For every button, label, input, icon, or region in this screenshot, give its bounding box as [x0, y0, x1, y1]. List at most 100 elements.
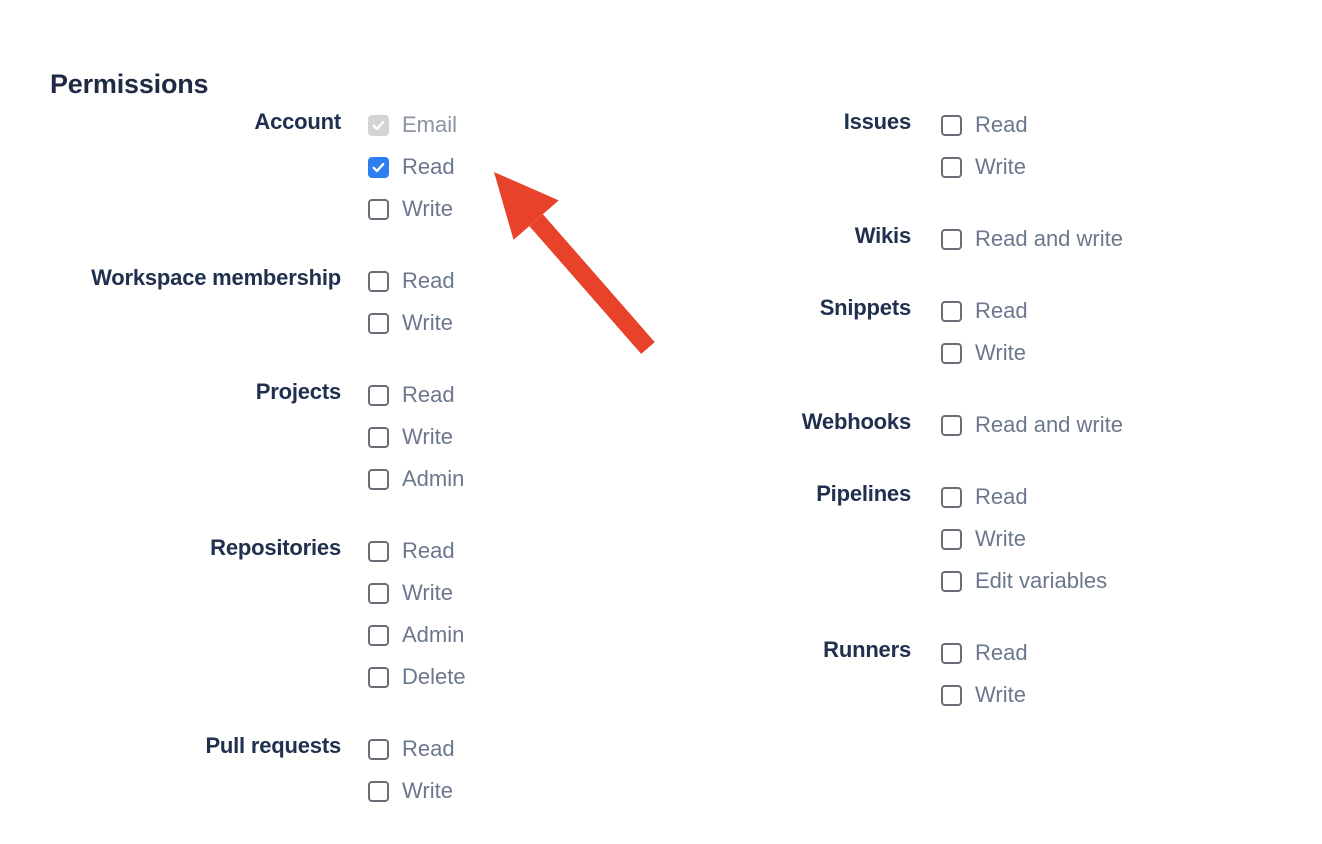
checkbox-delete[interactable] — [368, 666, 389, 688]
permission-group-label: Pull requests — [205, 733, 341, 758]
permission-option-label: Write — [975, 154, 1026, 179]
permission-option-list: Read and write — [911, 218, 1123, 260]
permission-option-label: Admin — [402, 622, 465, 647]
permission-group-label: Runners — [823, 637, 911, 662]
permission-group-label: Issues — [843, 109, 911, 134]
page-title: Permissions — [50, 69, 209, 100]
checkbox-write[interactable] — [368, 780, 389, 802]
permission-option-label: Write — [975, 526, 1026, 551]
permission-option-row[interactable]: Read and write — [941, 218, 1123, 260]
checkbox-write[interactable] — [368, 312, 389, 334]
checkbox-admin[interactable] — [368, 624, 389, 646]
permission-option-label: Write — [402, 310, 453, 335]
permission-option-label: Write — [402, 196, 453, 221]
permission-option-row[interactable]: Read — [941, 290, 1028, 332]
permission-option-label: Read — [402, 268, 455, 293]
checkbox-read-and-write[interactable] — [941, 228, 962, 250]
checkbox-write[interactable] — [941, 684, 962, 706]
checkbox-read[interactable] — [368, 270, 389, 292]
permission-option-label: Read and write — [975, 226, 1123, 251]
permission-option-row[interactable]: Read and write — [941, 404, 1123, 446]
permission-option-row[interactable]: Write — [941, 518, 1107, 560]
permission-option-label: Delete — [402, 664, 466, 689]
permission-option-row[interactable]: Admin — [368, 614, 466, 656]
permission-option-row[interactable]: Read — [941, 632, 1028, 674]
permission-option-row: Email — [368, 104, 457, 146]
checkbox-read[interactable] — [941, 114, 962, 136]
permission-option-row[interactable]: Read — [368, 260, 455, 302]
permission-option-list: Read and write — [911, 404, 1123, 446]
checkbox-read[interactable] — [941, 642, 962, 664]
permission-option-label: Read — [975, 484, 1028, 509]
permission-option-label: Email — [402, 112, 458, 137]
checkbox-edit-variables[interactable] — [941, 570, 962, 592]
checkbox-write[interactable] — [941, 528, 962, 550]
permission-option-label: Edit variables — [975, 568, 1108, 593]
permission-option-label: Write — [975, 682, 1026, 707]
permission-option-row[interactable]: Write — [368, 188, 457, 230]
permission-group: Webhooks Read and write — [640, 404, 1322, 446]
permission-option-label: Read — [975, 112, 1028, 137]
checkbox-read[interactable] — [368, 156, 389, 178]
permission-option-row[interactable]: Delete — [368, 656, 466, 698]
permission-option-row[interactable]: Write — [368, 302, 455, 344]
permission-option-row[interactable]: Write — [368, 416, 464, 458]
checkbox-write[interactable] — [368, 426, 389, 448]
checkbox-read-and-write[interactable] — [941, 414, 962, 436]
permission-group-label: Workspace membership — [91, 265, 341, 290]
permission-option-label: Read — [975, 640, 1028, 665]
permission-option-row[interactable]: Read — [941, 476, 1107, 518]
checkbox-read[interactable] — [368, 540, 389, 562]
permission-option-label: Write — [402, 580, 453, 605]
permission-option-row[interactable]: Write — [941, 146, 1028, 188]
permission-option-label: Read and write — [975, 412, 1123, 437]
permission-option-row[interactable]: Admin — [368, 458, 464, 500]
permission-option-label: Read — [402, 382, 455, 407]
permission-option-row[interactable]: Write — [941, 332, 1028, 374]
permission-option-row[interactable]: Read — [941, 104, 1028, 146]
permission-group-label: Wikis — [854, 223, 911, 248]
checkbox-read[interactable] — [941, 486, 962, 508]
permission-option-label: Admin — [402, 466, 465, 491]
checkbox-read[interactable] — [941, 300, 962, 322]
checkbox-read[interactable] — [368, 738, 389, 760]
permission-option-row[interactable]: Write — [941, 674, 1028, 716]
permission-option-row[interactable]: Read — [368, 530, 466, 572]
check-icon — [370, 117, 387, 134]
permission-option-row[interactable]: Read — [368, 374, 464, 416]
permission-option-row[interactable]: Edit variables — [941, 560, 1107, 602]
permission-option-label: Write — [402, 424, 453, 449]
permission-group-label: Projects — [255, 379, 341, 404]
checkbox-write[interactable] — [941, 342, 962, 364]
permission-option-row[interactable]: Read — [368, 146, 457, 188]
permission-group-label: Pipelines — [816, 481, 911, 506]
checkbox-write[interactable] — [368, 582, 389, 604]
permission-option-label: Read — [402, 154, 455, 179]
permission-option-label: Read — [402, 736, 455, 761]
permission-option-row[interactable]: Write — [368, 770, 455, 812]
checkbox-write[interactable] — [941, 156, 962, 178]
permission-option-row[interactable]: Write — [368, 572, 466, 614]
checkbox-read[interactable] — [368, 384, 389, 406]
checkbox-admin[interactable] — [368, 468, 389, 490]
checkbox-write[interactable] — [368, 198, 389, 220]
permission-group-label: Webhooks — [801, 409, 911, 434]
checkbox-email — [368, 114, 389, 136]
permission-option-row[interactable]: Read — [368, 728, 455, 770]
